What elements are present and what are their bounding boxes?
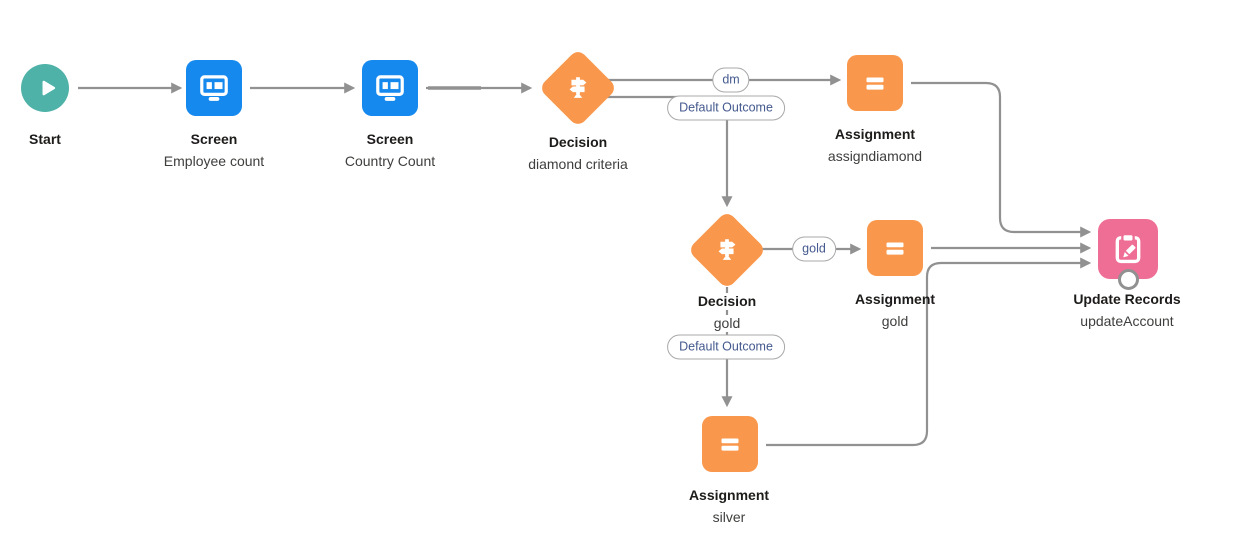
connector-label-dm[interactable]: dm xyxy=(712,67,750,93)
screen-icon xyxy=(373,71,407,105)
decision-signpost-icon xyxy=(563,73,593,103)
assignment-equals-icon xyxy=(879,232,911,264)
flow-node-assignment-assigndiamond[interactable] xyxy=(847,55,903,111)
decision-signpost-icon xyxy=(712,235,742,265)
flow-node-decision-diamond-criteria[interactable] xyxy=(538,48,618,128)
flow-node-assignment-gold[interactable] xyxy=(867,220,923,276)
start-node-label: Start xyxy=(29,131,61,147)
assignment-silver-label: Assignment silver xyxy=(688,487,770,525)
flow-node-screen-country-count[interactable] xyxy=(362,60,418,116)
decision-gold-label: Decision gold xyxy=(693,293,761,333)
connector-anchor-circle[interactable] xyxy=(1118,269,1139,290)
connector-assignment-silver-to-update-records[interactable] xyxy=(766,257,1092,447)
screen-employee-label: Screen Employee count xyxy=(163,131,265,169)
connector-label-default-outcome-1[interactable]: Default Outcome xyxy=(667,95,785,121)
assignment-assigndiamond-label: Assignment assigndiamond xyxy=(827,126,923,164)
screen-country-label: Screen Country Count xyxy=(344,131,436,169)
play-icon xyxy=(34,75,60,101)
connector-label-gold[interactable]: gold xyxy=(792,236,836,262)
flow-node-screen-employee-count[interactable] xyxy=(186,60,242,116)
screen-icon xyxy=(197,71,231,105)
connector-assigndiamond-to-update-records[interactable] xyxy=(911,81,1092,238)
assignment-gold-label: Assignment gold xyxy=(854,291,936,329)
assignment-equals-icon xyxy=(714,428,746,460)
assignment-equals-icon xyxy=(859,67,891,99)
connector-label-default-outcome-2[interactable]: Default Outcome xyxy=(667,334,785,360)
decision-diamond-criteria-label: Decision diamond criteria xyxy=(528,134,628,172)
flow-node-start[interactable] xyxy=(21,64,69,112)
flow-node-assignment-silver[interactable] xyxy=(702,416,758,472)
record-update-clipboard-icon xyxy=(1110,231,1146,267)
update-records-label: Update Records updateAccount xyxy=(1073,291,1181,329)
flow-node-decision-gold[interactable] xyxy=(687,210,767,290)
